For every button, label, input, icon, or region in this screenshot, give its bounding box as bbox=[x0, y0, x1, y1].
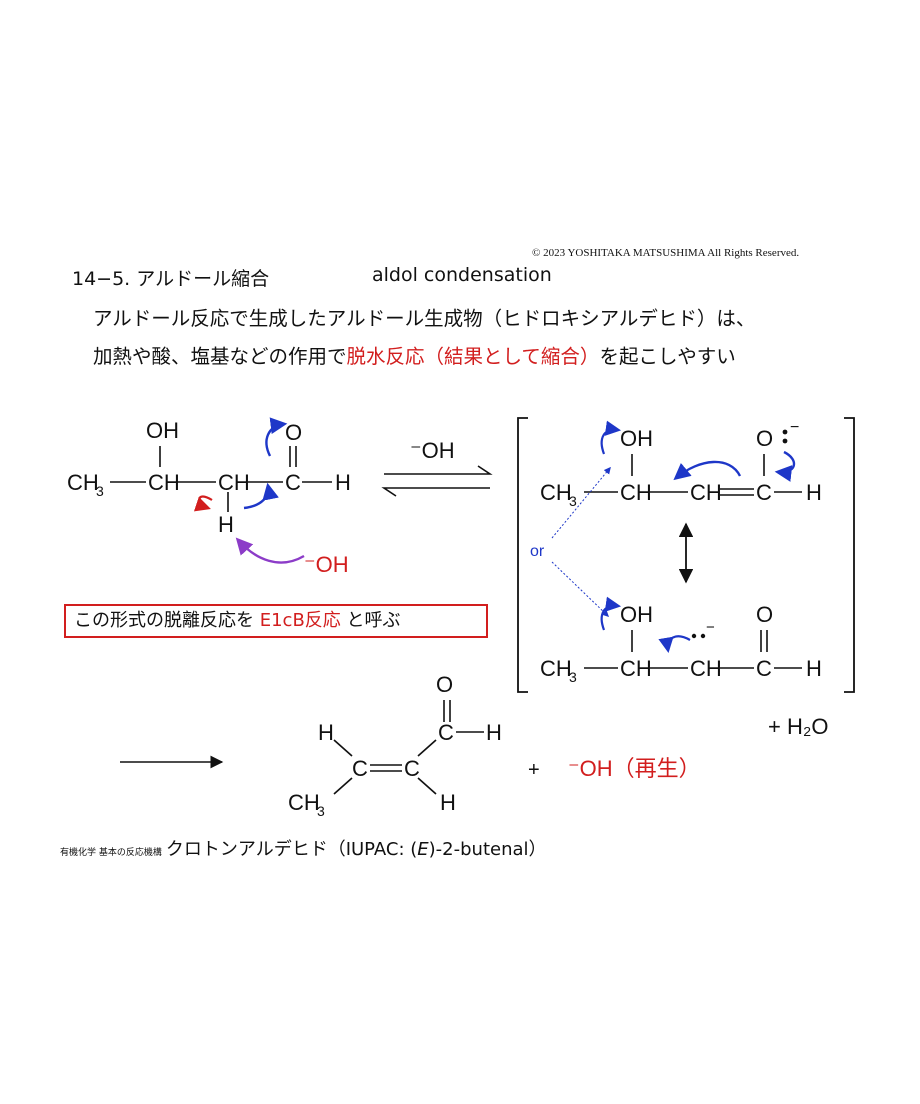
description-line-2: 加熱や酸、塩基などの作用で脱水反応（結果として縮合）を起こしやすい bbox=[93, 340, 736, 369]
description-text-end: を起こしやすい bbox=[599, 345, 736, 368]
svg-text:H: H bbox=[318, 720, 334, 745]
svg-text:C: C bbox=[352, 756, 368, 781]
arrow-oh-leaving-1 bbox=[600, 420, 622, 455]
svg-text:O: O bbox=[436, 672, 453, 697]
carbanion-lone-pair bbox=[700, 633, 706, 639]
e1cb-text: この形式の脱離反応を bbox=[74, 610, 260, 631]
or-label: or bbox=[530, 543, 545, 560]
svg-text:O: O bbox=[756, 426, 773, 451]
copyright-notice: © 2023 YOSHITAKA MATSUSHIMA All Rights R… bbox=[532, 247, 800, 259]
description-text: 加熱や酸、塩基などの作用で bbox=[93, 345, 347, 368]
arrow-cc-to-ch bbox=[673, 460, 742, 481]
plus-sign: + bbox=[528, 759, 540, 781]
arrow-carbanion bbox=[658, 635, 691, 654]
arrow-hydroxide-attack bbox=[235, 537, 305, 564]
footer-source: 有機化学 基本の反応機構 bbox=[60, 848, 162, 858]
aldol-molecule: CH 3 CH OH CH H C O H bbox=[67, 418, 351, 537]
svg-text:C: C bbox=[756, 480, 772, 505]
svg-text:CH: CH bbox=[690, 480, 722, 505]
description-highlight: 脱水反応（結果として縮合） bbox=[346, 345, 600, 368]
enolate-form-2: CH 3 CH OH CH C O H bbox=[540, 602, 822, 685]
product-stereo: E bbox=[417, 839, 429, 860]
arrow-oh-leaving-2 bbox=[600, 596, 622, 631]
e1cb-callout: この形式の脱離反応を E1cB反応 と呼ぶ bbox=[64, 604, 488, 638]
arrow-h-leaving bbox=[193, 495, 213, 512]
product-name: 有機化学 基本の反応機構クロトンアルデヒド（IUPAC: (E)-2-buten… bbox=[60, 835, 547, 861]
e1cb-text-end: と呼ぶ bbox=[340, 610, 401, 631]
arrow-o-lone-pair bbox=[774, 450, 796, 482]
or-arrow-up bbox=[551, 466, 611, 539]
water-byproduct: + H₂O bbox=[768, 714, 829, 739]
svg-text:C: C bbox=[438, 720, 454, 745]
atom-oh: OH bbox=[146, 418, 179, 443]
svg-text:O: O bbox=[756, 602, 773, 627]
svg-text:CH: CH bbox=[690, 656, 722, 681]
carbanion-lone-pair bbox=[691, 633, 697, 639]
bracket-right bbox=[844, 417, 855, 693]
enolate-form-1: CH 3 CH OH CH C O H bbox=[540, 426, 822, 509]
section-title: 14−5. アルドール縮合 bbox=[72, 268, 270, 290]
atom-h-ald: H bbox=[335, 470, 351, 495]
product-label: クロトンアルデヒド（IUPAC: ( bbox=[165, 839, 418, 860]
atom-c-carbonyl: C bbox=[285, 470, 301, 495]
svg-text:H: H bbox=[440, 790, 456, 815]
svg-text:H: H bbox=[806, 656, 822, 681]
crotonaldehyde-bonds bbox=[333, 700, 484, 795]
or-arrow-down bbox=[551, 561, 610, 617]
subscript-3: 3 bbox=[96, 483, 104, 499]
atom-ch3: CH bbox=[67, 470, 99, 495]
svg-text:3: 3 bbox=[569, 493, 577, 509]
svg-text:CH: CH bbox=[620, 480, 652, 505]
svg-text:H: H bbox=[806, 480, 822, 505]
equilibrium-reagent: ⁻OH bbox=[410, 438, 455, 463]
arrow-carbonyl-pi bbox=[265, 417, 288, 457]
lone-pair-dot bbox=[782, 438, 788, 444]
svg-text:OH: OH bbox=[620, 602, 653, 627]
lone-pair-dot bbox=[782, 429, 788, 435]
atom-ch-1: CH bbox=[148, 470, 180, 495]
crotonaldehyde: H C C C O H H CH 3 bbox=[288, 672, 502, 819]
forward-arrow bbox=[384, 465, 493, 475]
charge-minus: − bbox=[790, 419, 799, 436]
product-iupac: )-2-butenal） bbox=[428, 839, 547, 860]
svg-text:CH: CH bbox=[620, 656, 652, 681]
enolate-form-1-bonds bbox=[584, 454, 802, 496]
atom-h-alpha: H bbox=[218, 512, 234, 537]
e1cb-highlight: E1cB反応 bbox=[259, 610, 341, 631]
svg-text:C: C bbox=[756, 656, 772, 681]
svg-text:OH: OH bbox=[620, 426, 653, 451]
bracket-left bbox=[517, 417, 528, 693]
enolate-form-2-bonds bbox=[584, 630, 802, 669]
hydroxide-regenerated: ⁻OH（再生） bbox=[568, 756, 701, 781]
svg-text:3: 3 bbox=[569, 669, 577, 685]
carbanion-charge: − bbox=[706, 619, 715, 636]
atom-ch-2: CH bbox=[218, 470, 250, 495]
reverse-arrow bbox=[381, 487, 490, 497]
svg-text:C: C bbox=[404, 756, 420, 781]
hydroxide-base: ⁻OH bbox=[304, 552, 349, 577]
atom-o: O bbox=[285, 420, 302, 445]
aldol-bonds bbox=[110, 446, 332, 512]
description-line-1: アルドール反応で生成したアルドール生成物（ヒドロキシアルデヒド）は、 bbox=[93, 307, 756, 330]
svg-text:CH: CH bbox=[288, 790, 320, 815]
svg-text:CH: CH bbox=[540, 480, 572, 505]
svg-text:CH: CH bbox=[540, 656, 572, 681]
svg-text:3: 3 bbox=[317, 803, 325, 819]
svg-text:H: H bbox=[486, 720, 502, 745]
section-subtitle: aldol condensation bbox=[372, 264, 552, 286]
arrow-ch-to-cc bbox=[243, 482, 279, 510]
